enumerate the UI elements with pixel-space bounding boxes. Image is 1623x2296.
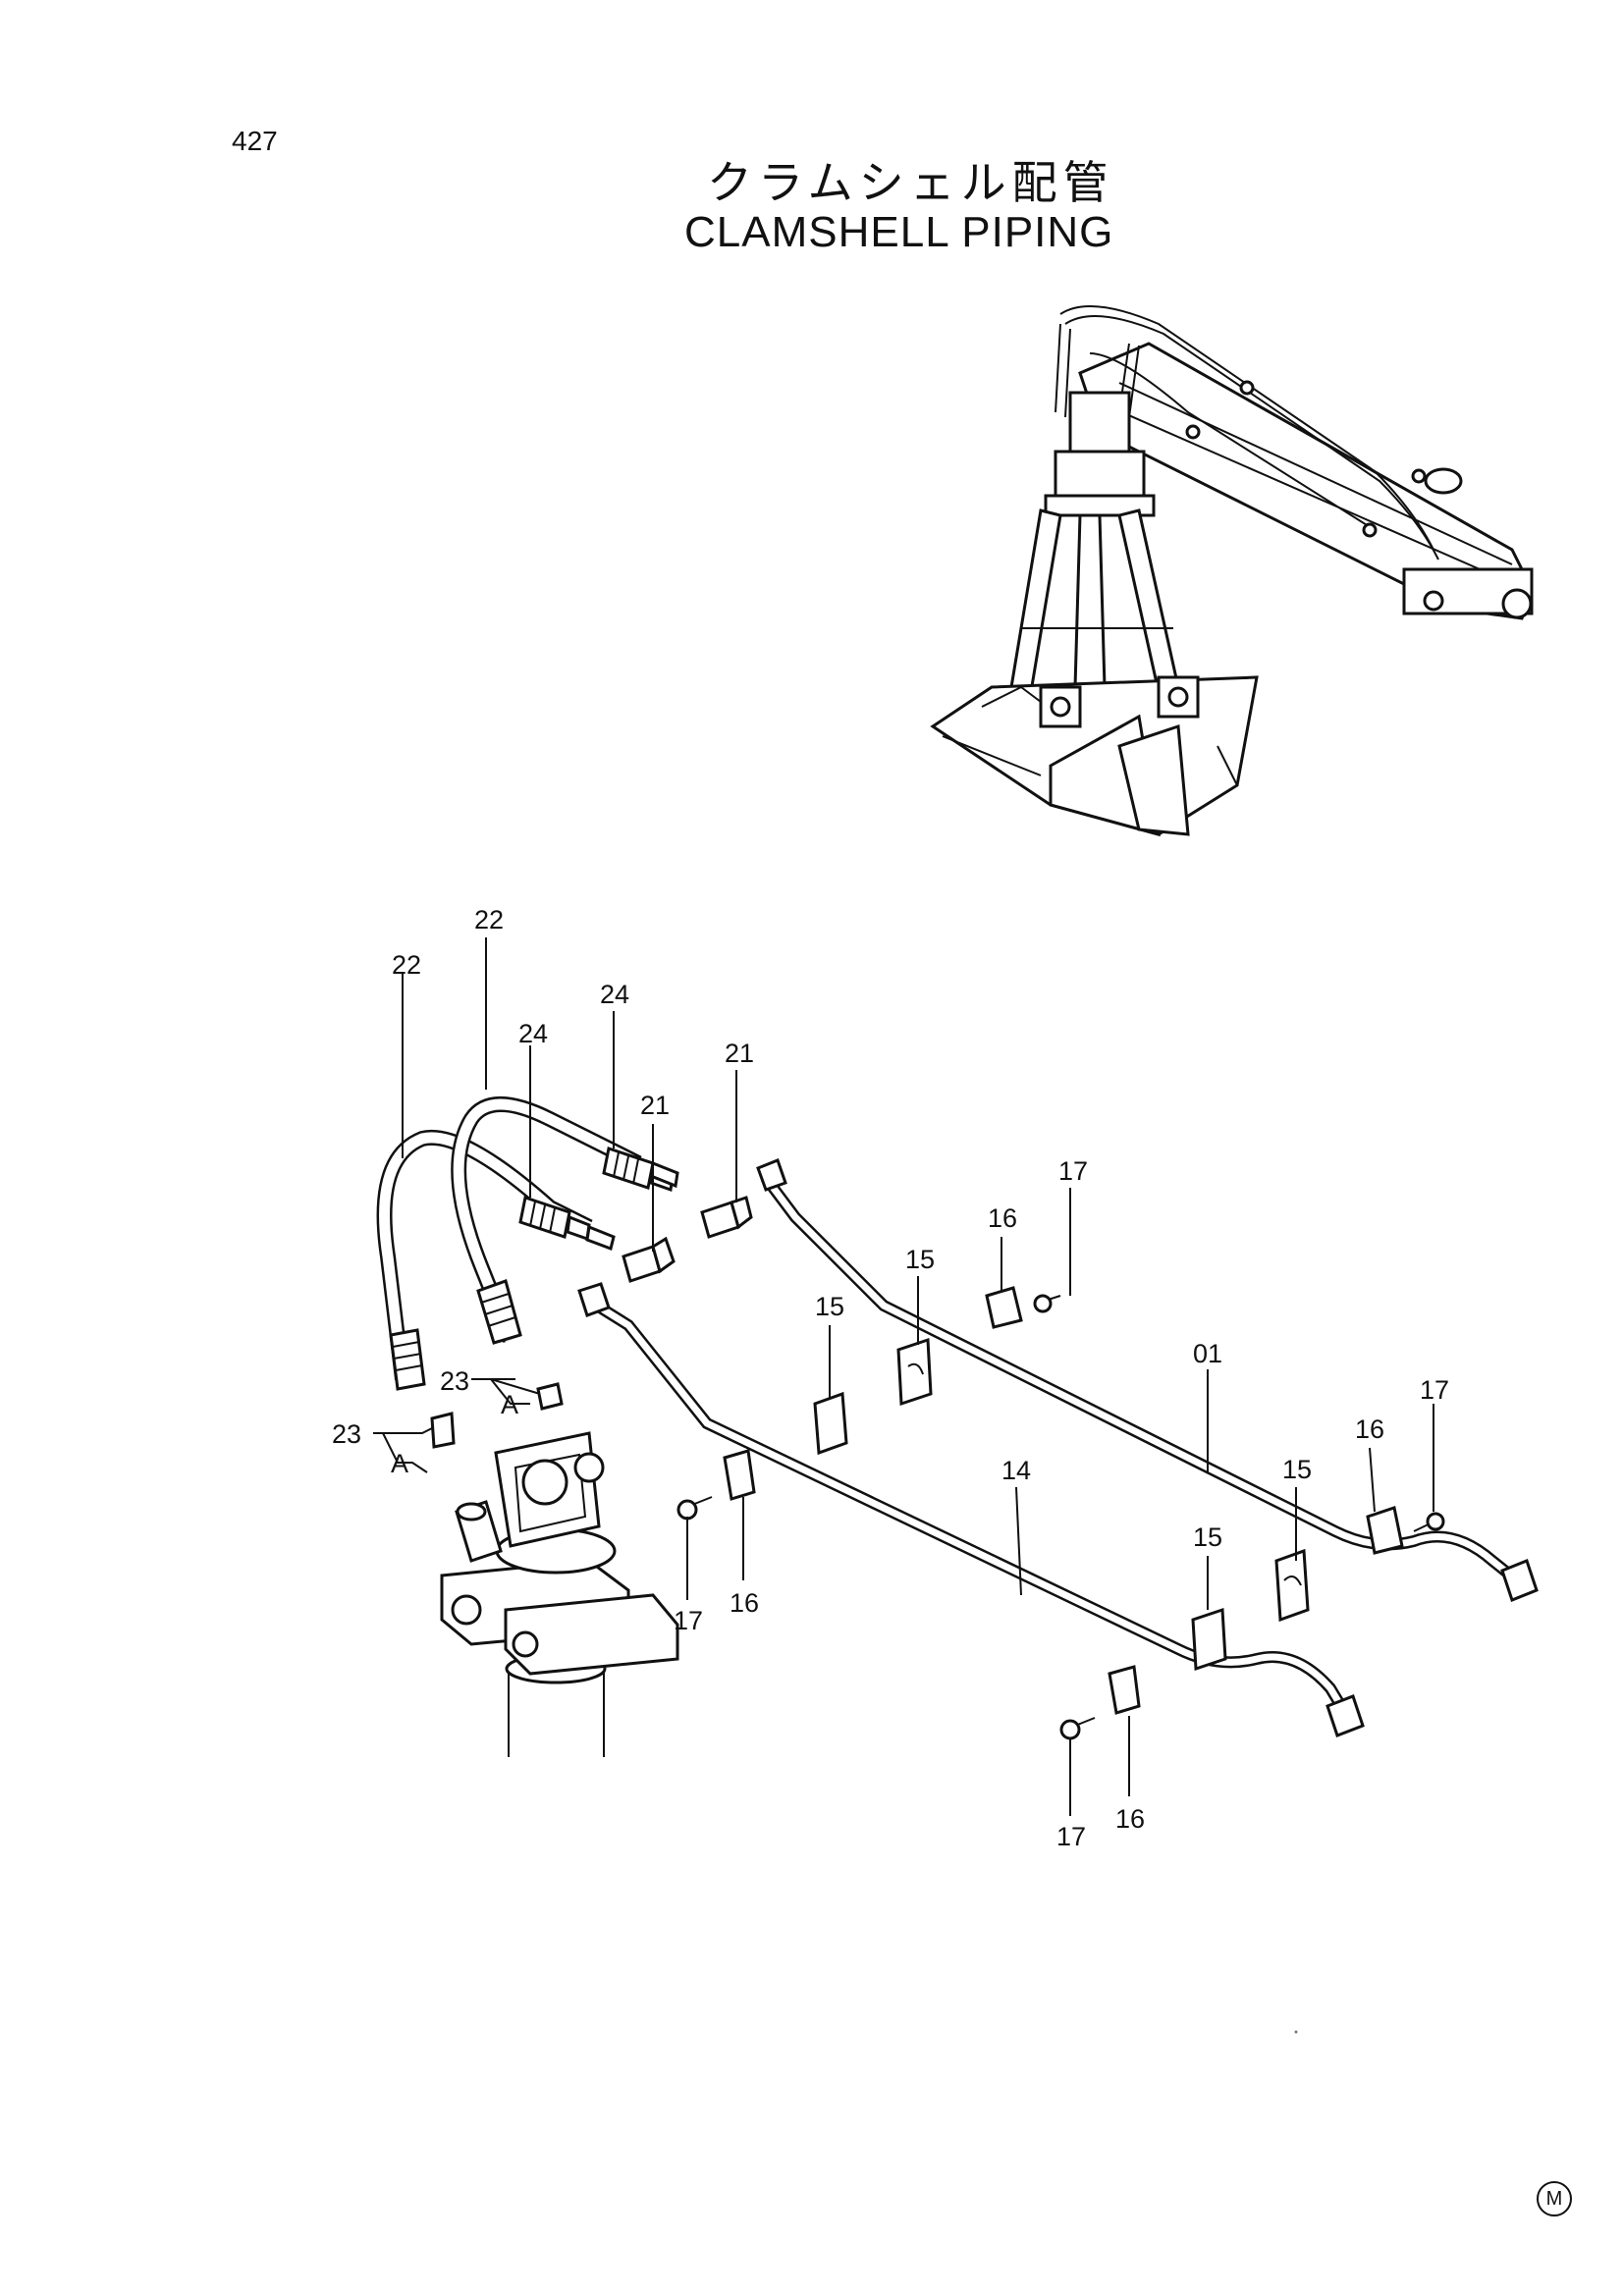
- title-japanese: クラムシェル配管: [707, 156, 1114, 209]
- clamshell-bucket: [930, 675, 1259, 837]
- bolt-17-b: [676, 1496, 713, 1521]
- callout-15: 15: [905, 1245, 935, 1274]
- callout-16: 16: [1355, 1415, 1384, 1444]
- speck-dot: [1294, 2030, 1298, 2034]
- callout-labels: 22 22 24 24 21 21 17 16 15 15 01 17 16 1…: [332, 905, 1449, 1851]
- boom-arm: [1059, 305, 1534, 620]
- callout-22: 22: [392, 950, 421, 980]
- callout-24: 24: [600, 980, 629, 1009]
- bolt-17-c: [1413, 1512, 1445, 1532]
- clamp-half-16-c: [1366, 1506, 1404, 1555]
- adapter-23-a: [536, 1382, 564, 1411]
- clamp-half-16-a: [985, 1286, 1023, 1329]
- clamp-half-16-b: [723, 1449, 756, 1501]
- hose-22-right: [451, 1096, 675, 1345]
- hose-22-left: [376, 1129, 593, 1391]
- pipe-01: [756, 1158, 1539, 1602]
- adapter-24-b: [585, 1224, 616, 1251]
- adapter-24-a: [649, 1160, 679, 1189]
- bolt-17-d: [1059, 1717, 1096, 1740]
- leader-lines: [373, 937, 1434, 1816]
- callout-16: 16: [730, 1588, 759, 1618]
- clamp-15-a: [896, 1337, 933, 1407]
- callout-17: 17: [1058, 1156, 1088, 1186]
- callout-16: 16: [988, 1203, 1017, 1233]
- cylinder-mount: [440, 1431, 679, 1757]
- elbow-fitting-21-b: [700, 1196, 753, 1239]
- page-number: 427: [232, 126, 278, 156]
- callout-15: 15: [1193, 1522, 1222, 1552]
- callout-01: 01: [1193, 1339, 1222, 1368]
- swivel-head: [1044, 391, 1156, 517]
- callout-14: 14: [1001, 1456, 1031, 1485]
- corner-mark: M: [1537, 2181, 1572, 2216]
- overview-illustration: [930, 305, 1534, 837]
- overview-hoses: [1055, 323, 1140, 418]
- callout-17: 17: [1056, 1822, 1086, 1851]
- adapter-23-b: [430, 1412, 456, 1449]
- callout-17: 17: [674, 1606, 703, 1635]
- callout-16: 16: [1115, 1804, 1145, 1834]
- elbow-fitting-21-a: [622, 1236, 676, 1283]
- pipe-14: [577, 1282, 1365, 1737]
- callout-15: 15: [1282, 1455, 1312, 1484]
- callout-17: 17: [1420, 1375, 1449, 1405]
- clamp-15-d: [1191, 1607, 1227, 1672]
- callout-23: 23: [332, 1419, 361, 1449]
- callout-21: 21: [640, 1091, 670, 1120]
- callout-21: 21: [725, 1039, 754, 1068]
- clamp-15-c: [1274, 1548, 1310, 1623]
- clamp-15-b: [813, 1391, 848, 1456]
- callout-a: A: [501, 1390, 518, 1419]
- callout-23: 23: [440, 1366, 469, 1396]
- callout-24: 24: [518, 1019, 548, 1048]
- clamp-half-16-d: [1108, 1665, 1141, 1715]
- bolt-17-a: [1033, 1294, 1061, 1313]
- clamshell-frame: [1009, 508, 1180, 694]
- callout-15: 15: [815, 1292, 844, 1321]
- callout-a: A: [391, 1449, 408, 1478]
- title-english: CLAMSHELL PIPING: [684, 208, 1114, 256]
- callout-22: 22: [474, 905, 504, 934]
